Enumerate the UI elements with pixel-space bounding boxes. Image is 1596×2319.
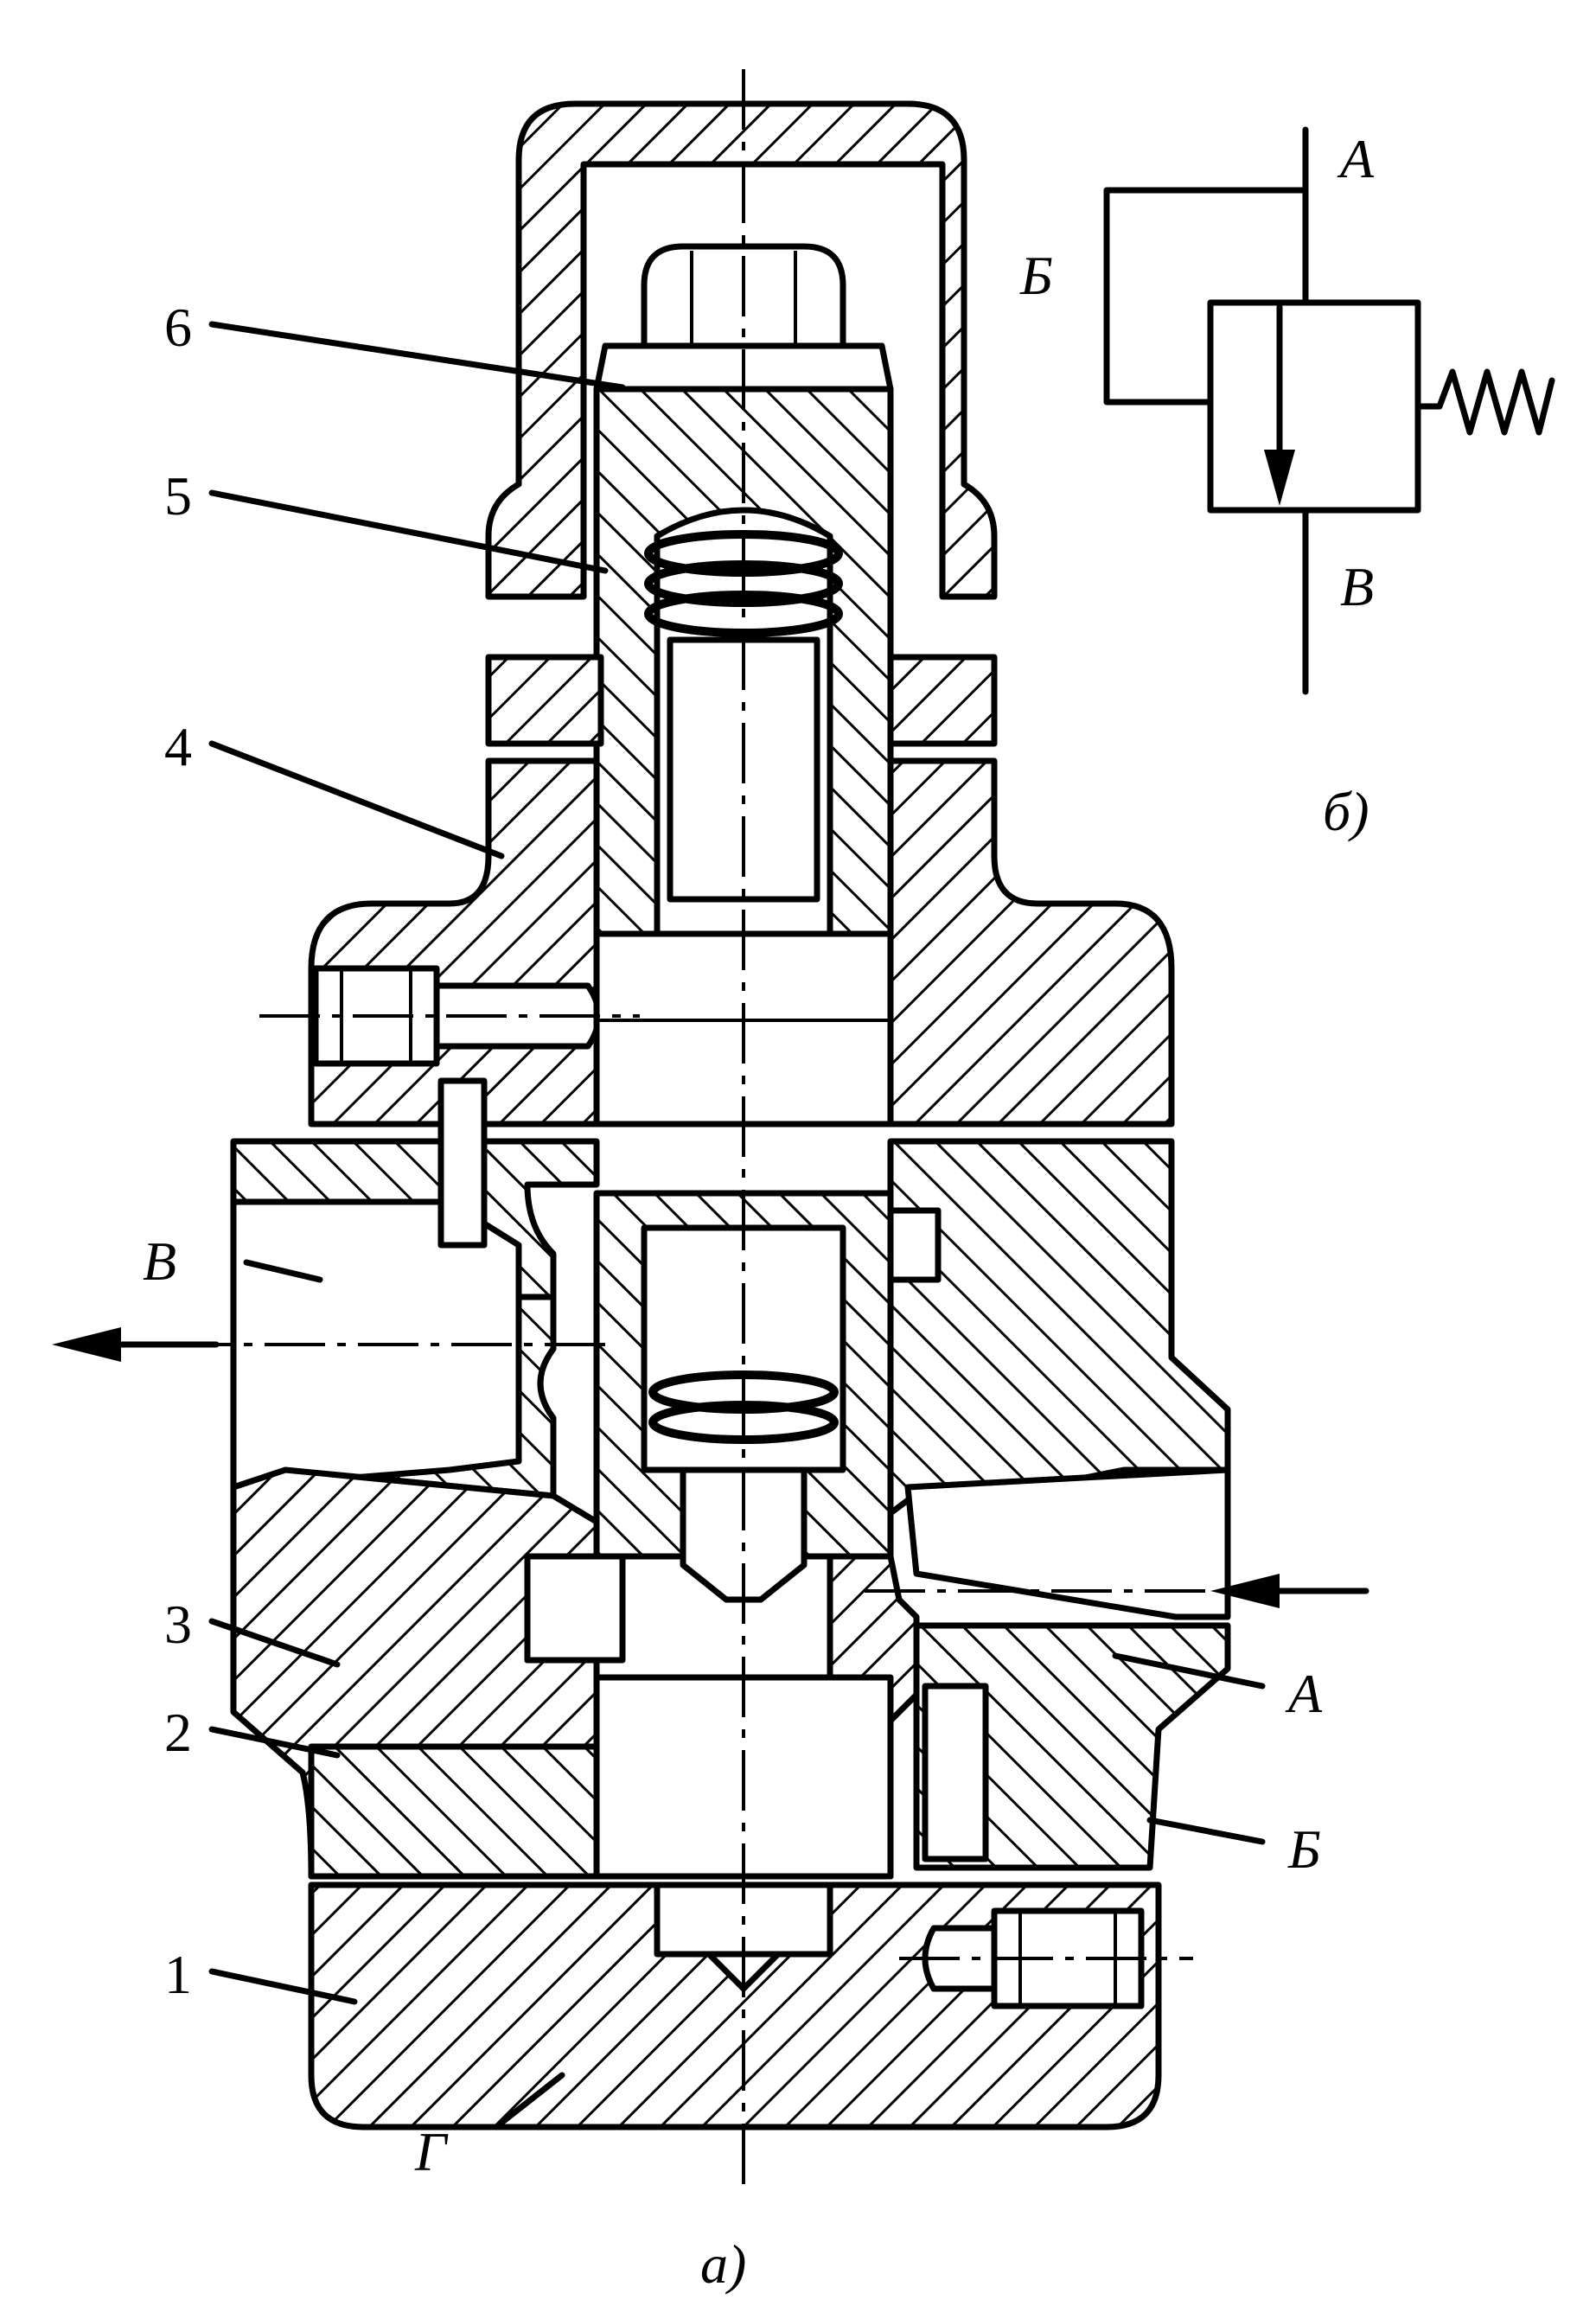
adjusting-ring [485, 654, 604, 747]
spring-housing [593, 386, 894, 989]
seat-left [524, 1553, 626, 1664]
label-port-left: В [143, 1230, 176, 1292]
cap [485, 100, 998, 600]
caption-a: а) [700, 2233, 746, 2295]
label-port-right: А [1285, 1663, 1323, 1724]
callout-5: 5 [164, 465, 192, 527]
port-right-channel [904, 1458, 1231, 1620]
caption-b: б) [1323, 781, 1369, 842]
callout-2: 2 [164, 1702, 192, 1763]
callout-3: 3 [164, 1594, 192, 1655]
arrow-in-right [1210, 1574, 1280, 1608]
callout-4: 4 [164, 716, 192, 777]
label-port-pilot: Б [1287, 1818, 1321, 1880]
sectional-view [52, 69, 1369, 2196]
pilot-pin [922, 1683, 989, 1862]
poppet [680, 1466, 808, 1603]
label-port-bottom: Г [414, 2121, 449, 2182]
symbol-port-top: А [1337, 128, 1375, 189]
hydraulic-symbol [1103, 126, 1555, 695]
arrow-out-left [52, 1327, 121, 1362]
callout-1: 1 [164, 1944, 192, 2005]
symbol-port-side: Б [1019, 245, 1053, 306]
callout-6: 6 [164, 297, 192, 358]
symbol-port-bottom: В [1340, 556, 1374, 617]
